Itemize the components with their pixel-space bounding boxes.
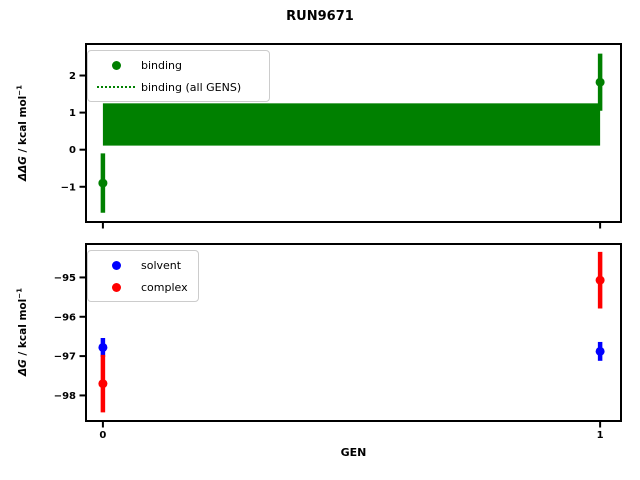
legend-label: complex xyxy=(141,280,188,294)
plot-canvas: −1 0 1 2 xyxy=(61,43,622,229)
y-tick-label: −95 xyxy=(54,273,76,284)
dotted-line-icon xyxy=(97,86,135,88)
y-axis-label-variable: ΔG xyxy=(16,359,29,376)
complex-point-gen1 xyxy=(595,275,605,285)
legend-top: binding binding (all GENS) xyxy=(87,50,270,102)
y-tick-label: 2 xyxy=(69,71,76,82)
plot-frame xyxy=(85,243,622,422)
y-tick-label: 0 xyxy=(69,145,76,156)
y-tick-label: −98 xyxy=(54,391,76,402)
legend-bottom: solvent complex xyxy=(87,250,199,302)
legend-handle xyxy=(94,260,138,270)
complex-marker-icon xyxy=(111,282,121,292)
legend-handle xyxy=(94,282,138,292)
y-axis-label-unit: / kcal mol xyxy=(16,298,29,360)
y-axis-label-superscript: −1 xyxy=(15,84,24,96)
solvent-marker-icon xyxy=(111,260,121,270)
y-axis-label-superscript: −1 xyxy=(15,288,24,299)
y-tick-label: −97 xyxy=(54,352,76,363)
y-tick-label: −1 xyxy=(61,182,76,193)
uncertainty-band xyxy=(102,103,601,146)
y-axis-label-top: ΔΔG / kcal mol−1 xyxy=(15,85,29,181)
y-tick-label: −96 xyxy=(54,312,76,323)
plot-canvas: −98 −97 −96 −95 0 1 xyxy=(54,243,622,441)
y-axis-label-unit: / kcal mol xyxy=(16,95,29,157)
complex-point-gen0 xyxy=(98,379,108,389)
y-tick-label: 1 xyxy=(69,108,76,119)
figure-title: RUN9671 xyxy=(286,9,354,24)
legend-item-binding: binding xyxy=(94,54,263,76)
y-axis-label-variable: ΔΔG xyxy=(16,156,29,182)
top-plot-area: −1 0 1 2 xyxy=(61,43,622,229)
x-tick-label: 0 xyxy=(99,430,106,441)
legend-label: binding xyxy=(141,58,183,72)
legend-handle xyxy=(94,60,138,70)
legend-label: binding (all GENS) xyxy=(141,80,242,94)
x-axis-label: GEN xyxy=(340,446,367,459)
legend-item-solvent: solvent xyxy=(94,254,192,276)
bottom-plot-area: −98 −97 −96 −95 0 1 xyxy=(54,243,622,441)
plot-frame xyxy=(85,43,622,223)
legend-handle xyxy=(94,86,138,88)
legend-item-complex: complex xyxy=(94,276,192,298)
solvent-point-gen0 xyxy=(98,342,108,352)
x-tick-label: 1 xyxy=(597,430,604,441)
solvent-point-gen1 xyxy=(595,346,605,356)
y-axis-label-bottom: ΔG / kcal mol−1 xyxy=(15,288,29,376)
legend-item-binding-all-gens: binding (all GENS) xyxy=(94,76,263,98)
binding-point-gen0 xyxy=(98,178,108,188)
binding-point-gen1 xyxy=(595,77,605,87)
legend-label: solvent xyxy=(141,258,182,272)
binding-marker-icon xyxy=(111,60,121,70)
